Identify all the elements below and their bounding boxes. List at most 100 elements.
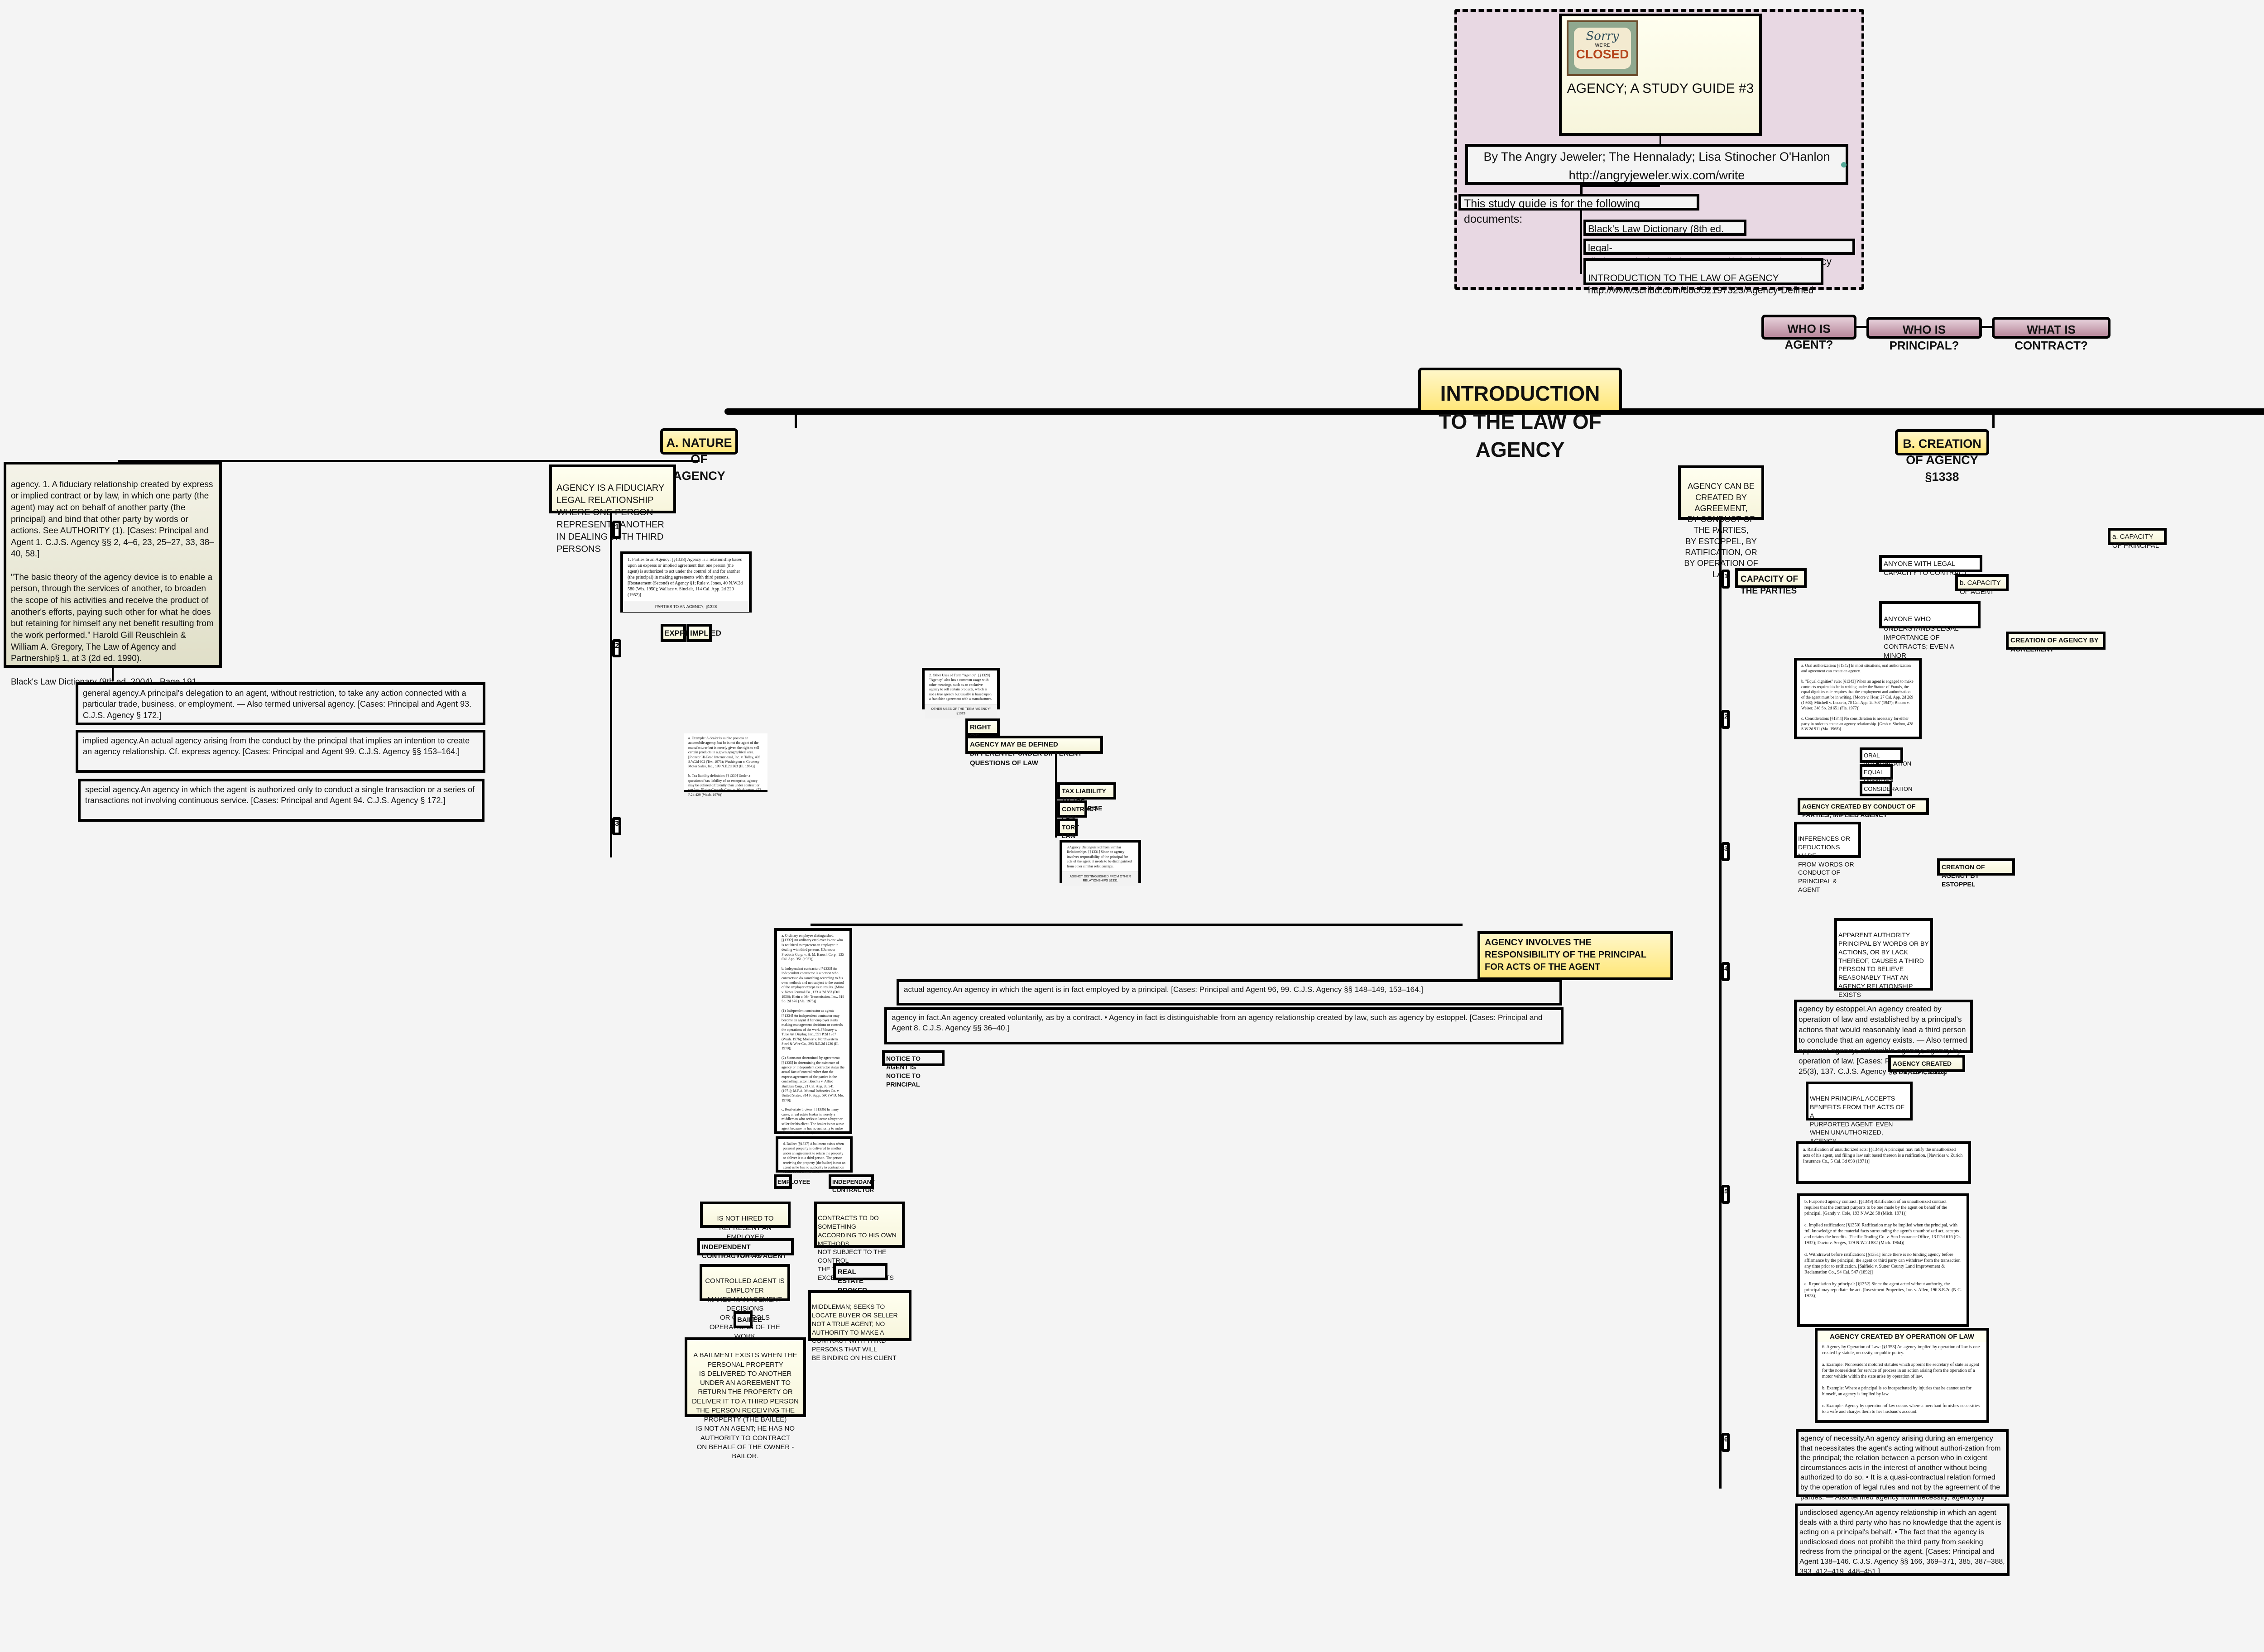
b-consideration[interactable]: CONSIDERATION [1860, 781, 1912, 796]
node-label: IMPLIED [690, 629, 721, 637]
a-employee-desc[interactable]: IS NOT HIRED TO REPRESENT AN EMPLOYER IN… [700, 1202, 791, 1259]
doc-item-blacks[interactable]: Black's Law Dictionary (8th ed. 2004) [1583, 220, 1746, 248]
scan-text: a. Ratification of unauthorized acts: [§… [1803, 1147, 1963, 1164]
definition-text: agency in fact.An agency created volunta… [892, 1013, 1543, 1032]
a-law-tax[interactable]: TAX LIABILITY TO THE ENTERPRISE [1057, 782, 1116, 812]
b-cap-agent[interactable]: b. CAPACITY OF AGENT [1955, 574, 2009, 596]
b-ratification-a-scan[interactable]: a. Ratification of unauthorized acts: [§… [1796, 1141, 1971, 1184]
a-num-3[interactable]: 3. [612, 817, 621, 835]
a-other-uses-scan[interactable]: 2. Other Uses of Term "Agency": [§1329] … [922, 668, 1000, 719]
a-notice-to-agent[interactable]: NOTICE TO AGENT IS NOTICE TO PRINCIPAL [882, 1050, 945, 1088]
a-implied[interactable]: IMPLIED [686, 624, 721, 642]
node-label: TORT LAW [1062, 824, 1079, 839]
b-agency-by-estoppel[interactable]: agency by estoppel.An agency created by … [1794, 1000, 1973, 1076]
definition-text: undisclosed agency.An agency relationshi… [1799, 1509, 2005, 1575]
node-label: CAPACITY OF THE PARTIES [1741, 575, 1799, 596]
central-topic-label: INTRODUCTION TO THE LAW OF AGENCY [1439, 382, 1602, 462]
b-definition[interactable]: AGENCY CAN BE CREATED BY AGREEMENT, BY C… [1678, 465, 1764, 579]
b-by-ratification[interactable]: AGENCY CREATED BY RATIFICATION [1888, 1055, 1965, 1076]
a-express[interactable]: EXPRESS [661, 624, 700, 642]
a-bailee[interactable]: BAILEE [734, 1311, 762, 1328]
b-ratification-b-e-scan[interactable]: b. Purported agency contract: [§1349] Ra… [1797, 1193, 1969, 1327]
a-agency-in-fact[interactable]: agency in fact.An agency created volunta… [884, 1007, 1564, 1044]
b-num-6[interactable]: 6. [1722, 1433, 1730, 1452]
author-url-link[interactable]: http://angryjeweler.wix.com/write [1568, 168, 1745, 182]
b-agreement-scan[interactable]: a. Oral authorization: [§1342] In most s… [1794, 658, 1922, 739]
a-right-of-agency[interactable]: RIGHT OF AGENCY [965, 718, 1000, 750]
a-responsibility[interactable]: AGENCY INVOLVES THE RESPONSIBILITY OF TH… [1477, 931, 1673, 980]
a-relationships-scan[interactable]: a. Ordinary employee distinguished: [§13… [774, 928, 852, 1144]
a-ic-desc[interactable]: CONTRACTS TO DO SOMETHING ACCORDING TO H… [814, 1202, 905, 1281]
a-distinguished-scan[interactable]: 3 Agency Distinguished from Similar Rela… [1060, 840, 1141, 886]
b-oral-authorization[interactable]: ORAL AUTHORIZATION [1860, 747, 1911, 767]
closed-sign-image: Sorry WE'RE CLOSED [1567, 20, 1638, 76]
a-law-tort[interactable]: TORT LAW [1057, 819, 1079, 839]
b-apparent-authority[interactable]: APPARENT AUTHORITY PRINCIPAL BY WORDS OR… [1834, 918, 1933, 1033]
node-text: CONTROLLED AGENT IS EMPLOYER MAKES MANAG… [705, 1277, 785, 1340]
b-equal-dignities[interactable]: EQUAL DIGNITIES [1860, 764, 1893, 784]
a-bailee-scan[interactable]: d. Bailee: [§1337] A bailment exists whe… [776, 1136, 853, 1174]
a-defined-differently[interactable]: AGENCY MAY BE DEFINED DIFFERENTLY UNDER … [965, 736, 1103, 767]
scan-text: 1. Parties to an Agency: [§1328] Agency … [628, 557, 743, 598]
b-num-2[interactable]: 2. [1722, 710, 1730, 729]
a-bailee-desc[interactable]: A BAILMENT EXISTS WHEN THE PERSONAL PROP… [685, 1337, 806, 1460]
question-who-is-principal[interactable]: WHO IS PRINCIPAL? [1866, 317, 1982, 352]
b-by-agreement[interactable]: CREATION OF AGENCY BY AGREEMENT [2006, 632, 2106, 653]
a-implied-agency[interactable]: implied agency.An actual agency arising … [76, 730, 485, 773]
globe-icon[interactable] [1841, 162, 1847, 168]
scan-text: a. Ordinary employee distinguished: [§13… [782, 934, 844, 1144]
b-num-1[interactable]: 1. [1722, 570, 1730, 589]
authors-node[interactable]: By The Angry Jeweler; The Hennalady; Lis… [1465, 144, 1848, 185]
b-by-conduct-desc[interactable]: INFERENCES OR DEDUCTIONS MADE FROM WORDS… [1794, 822, 1861, 893]
sign-text-sorry: Sorry [1586, 29, 1619, 43]
a-actual-agency[interactable]: actual agency.An agency in which the age… [897, 979, 1562, 1006]
a-independant-contractor[interactable]: INDEPENDANT CONTRACTOR [829, 1174, 875, 1193]
a-ic-as-agent-desc[interactable]: CONTROLLED AGENT IS EMPLOYER MAKES MANAG… [700, 1264, 790, 1340]
section-title-label: B. CREATION OF AGENCY §1338 [1903, 437, 1981, 484]
b-ratification-desc[interactable]: WHEN PRINCIPAL ACCEPTS BENEFITS FROM THE… [1806, 1082, 1913, 1162]
sign-text-closed: CLOSED [1576, 47, 1629, 61]
a-special-agency[interactable]: special agency.An agency in which the ag… [78, 779, 484, 822]
caption: OTHER USES OF THE TERM "AGENCY" §1329 [925, 704, 997, 719]
a-parties-scan[interactable]: 1. Parties to an Agency: [§1328] Agency … [620, 551, 752, 613]
a-broker-desc[interactable]: MIDDLEMAN; SEEKS TO LOCATE BUYER OR SELL… [808, 1290, 911, 1361]
question-what-is-contract[interactable]: WHAT IS CONTRACT? [1992, 317, 2111, 352]
definition-text: actual agency.An agency in which the age… [904, 985, 1423, 994]
a-example-scan[interactable]: a. Example: A dealer is said to possess … [684, 733, 767, 797]
definition-text: implied agency.An actual agency arising … [83, 736, 470, 757]
docs-label-text: This study guide is for the following do… [1464, 197, 1640, 225]
question-who-is-agent[interactable]: WHO IS AGENT? [1761, 315, 1856, 351]
a-ic-as-agent[interactable]: INDEPENDENT CONTRACTOR AS AGENT [697, 1238, 794, 1260]
a-num-1[interactable]: 1. [612, 521, 621, 539]
b-by-conduct[interactable]: AGENCY CREATED BY CONDUCT OF PARTIES; IM… [1798, 798, 1929, 819]
doc-item-scribd[interactable]: INTRODUCTION TO THE LAW OF AGENCY http:/… [1583, 258, 1823, 296]
a-general-agency[interactable]: general agency.A principal's delegation … [76, 682, 485, 725]
docs-label-node[interactable]: This study guide is for the following do… [1458, 194, 1699, 225]
scan-text: d. Bailee: [§1337] A bailment exists whe… [783, 1142, 845, 1174]
b-num-3[interactable]: 3. [1722, 842, 1730, 861]
a-law-contract[interactable]: CONTRACT LAW [1057, 800, 1098, 821]
b-undisclosed-agency[interactable]: undisclosed agency.An agency relationshi… [1795, 1504, 2010, 1576]
node-label: CONSIDERATION [1864, 785, 1913, 792]
node-label: AGENCY CREATED BY RATIFICATION [1893, 1060, 1952, 1076]
section-a-title[interactable]: A. NATURE OF AGENCY [660, 428, 738, 483]
b-capacity[interactable]: CAPACITY OF THE PARTIES [1735, 568, 1807, 596]
a-blacks-definition[interactable]: agency. 1. A fiduciary relationship crea… [4, 462, 222, 687]
b-num-4[interactable]: 4. [1722, 962, 1730, 981]
b-cap-principal[interactable]: a. CAPACITY OF PRINCIPAL [2108, 528, 2167, 550]
a-employee[interactable]: EMPLOYEE [774, 1174, 810, 1189]
a-real-estate-broker[interactable]: REAL ESTATE BROKER [833, 1263, 887, 1294]
a-num-2[interactable]: 2. [612, 639, 621, 657]
b-agency-of-necessity[interactable]: agency of necessity.An agency arising du… [1796, 1429, 2009, 1530]
section-b-title[interactable]: B. CREATION OF AGENCY §1338 [1895, 429, 1989, 484]
doc-item-freedictionary[interactable]: legal-dictionary.thefreedictionary.com/A… [1583, 239, 1855, 267]
scan-text: a. Example: A dealer is said to possess … [688, 736, 762, 797]
b-cap-principal-desc[interactable]: ANYONE WITH LEGAL CAPACITY TO CONTRACT [1879, 555, 1982, 577]
b-num-5[interactable]: 5. [1722, 1185, 1730, 1204]
b-cap-agent-desc[interactable]: ANYONE WHO UNDERSTANDS LEGAL IMPORTANCE … [1879, 601, 1981, 660]
b-by-estoppel[interactable]: CREATION OF AGENCY BY ESTOPPEL [1937, 858, 2015, 888]
a-definition[interactable]: AGENCY IS A FIDUCIARY LEGAL RELATIONSHIP… [549, 464, 676, 554]
central-topic[interactable]: INTRODUCTION TO THE LAW OF AGENCY [1418, 368, 1622, 461]
node-text: A BAILMENT EXISTS WHEN THE PERSONAL PROP… [692, 1351, 799, 1460]
b-by-operation-scan[interactable]: AGENCY CREATED BY OPERATION OF LAW 6. Ag… [1815, 1328, 1989, 1423]
